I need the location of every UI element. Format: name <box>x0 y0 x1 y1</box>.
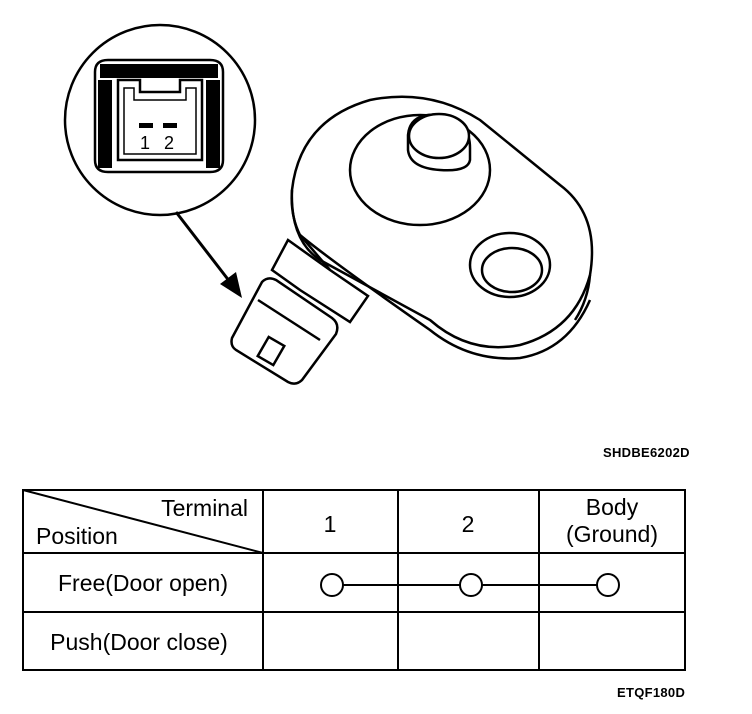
continuity-row-free <box>320 573 620 597</box>
column-header-1: 1 <box>324 511 337 537</box>
pointer-arrow <box>174 211 242 298</box>
door-switch-illustration: 1 2 <box>63 23 594 385</box>
terminal-label-2: 2 <box>164 133 174 153</box>
figure-code-bottom: ETQF180D <box>617 685 686 700</box>
continuity-node <box>320 573 344 597</box>
continuity-node <box>459 573 483 597</box>
connector-magnified-view <box>63 23 257 217</box>
terminal-continuity-table: Terminal Position 1 2 Body (Ground) Free… <box>22 489 686 671</box>
header-terminal: Terminal <box>161 495 248 521</box>
terminal-label-1: 1 <box>140 133 150 153</box>
door-switch-body <box>230 95 594 385</box>
column-header-body: Body <box>586 494 639 520</box>
continuity-node <box>596 573 620 597</box>
header-position: Position <box>36 523 118 549</box>
column-header-ground: (Ground) <box>566 521 658 547</box>
corner-diagonal <box>22 489 264 554</box>
row-label-push: Push(Door close) <box>50 629 228 655</box>
row-label-free: Free(Door open) <box>58 570 228 596</box>
column-header-2: 2 <box>462 511 475 537</box>
table-grid <box>22 489 686 671</box>
figure-code-top: SHDBE6202D <box>603 445 690 460</box>
